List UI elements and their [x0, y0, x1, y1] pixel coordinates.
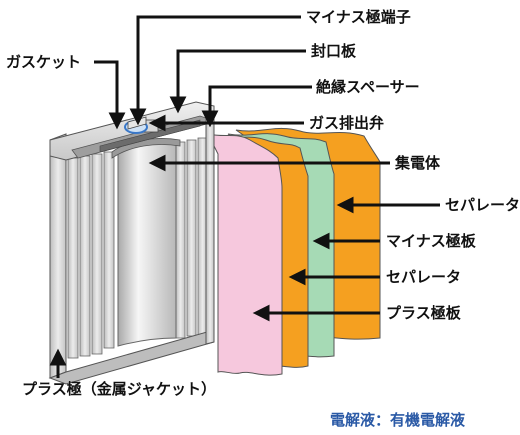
label-current-collector: 集電体 [395, 154, 441, 172]
arrow-positive-can [49, 348, 67, 366]
label-negative-plate: マイナス極板 [386, 232, 476, 250]
current-collector-cylinder [117, 140, 177, 347]
label-positive-can: プラス極（金属ジャケット） [22, 380, 216, 398]
leader-negative-terminal [136, 15, 301, 116]
arrow-separator-inner [288, 268, 306, 286]
can-right-wall [205, 121, 215, 345]
leader-sealing-plate [176, 49, 306, 104]
label-positive-plate: プラス極板 [386, 304, 461, 322]
label-separator-inner: セパレータ [386, 268, 462, 286]
label-negative-terminal: マイナス極端子 [306, 8, 411, 26]
electrolyte-caption: 電解液：有機電解液 [330, 411, 466, 429]
can-left-wall [49, 133, 67, 379]
arrow-insulating-spacer [201, 110, 219, 128]
arrow-separator-outer [336, 196, 354, 214]
arrow-gasket [108, 112, 126, 130]
label-gasket: ガスケット [6, 53, 82, 71]
arrow-sealing-plate [169, 96, 187, 114]
leader-lines [49, 15, 440, 378]
leader-gasket [94, 60, 119, 121]
leader-insulating-spacer [208, 85, 312, 118]
label-separator-outer: セパレータ [445, 196, 520, 214]
arrow-current-collector [148, 154, 166, 172]
label-sealing-plate: 封口板 [311, 42, 357, 60]
label-insulating-spacer: 絶縁スペーサー [316, 78, 420, 96]
arrow-negative-plate [312, 232, 330, 250]
label-gas-vent-valve: ガス排出弁 [309, 114, 385, 132]
insulating-spacer [99, 119, 201, 153]
arrow-negative-terminal [129, 108, 147, 126]
positive-plate-sheet [207, 133, 283, 376]
arrow-gas-vent [148, 114, 166, 132]
arrow-positive-plate [252, 304, 270, 322]
